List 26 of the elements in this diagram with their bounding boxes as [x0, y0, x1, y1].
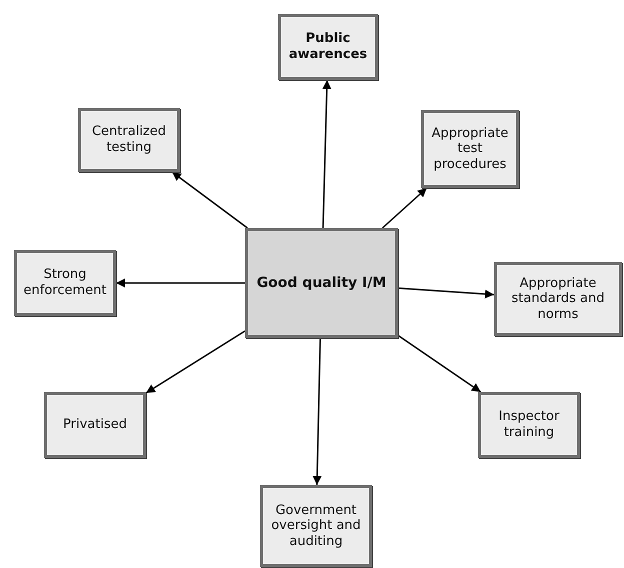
outcome-box	[14, 250, 116, 316]
arrow	[382, 187, 428, 229]
arrow	[172, 171, 248, 229]
arrow	[116, 278, 245, 288]
outcome-box	[44, 392, 146, 458]
outcome-box	[78, 108, 180, 172]
outcome-box	[421, 110, 519, 188]
outcome-box	[278, 14, 378, 80]
box-label: Appropriate standards and norms	[510, 276, 606, 322]
arrow	[312, 338, 322, 486]
arrow	[398, 287, 494, 299]
outcome-box	[260, 485, 372, 567]
box-label: Government oversight and auditing	[270, 502, 362, 550]
box-label: Inspector training	[498, 409, 560, 441]
box-label: Privatised	[63, 417, 127, 433]
arrow	[398, 334, 482, 393]
outcome-box	[494, 262, 622, 336]
arrow	[146, 330, 246, 394]
box-label: Public awarences	[288, 31, 368, 63]
box-label: Appropriate test procedures	[430, 126, 510, 172]
box-label: Good quality I/M	[256, 274, 386, 292]
outcome-box	[478, 392, 580, 458]
central-box	[245, 228, 398, 338]
arrow	[322, 80, 332, 228]
box-label: Centralized testing	[90, 124, 168, 156]
box-label: Strong enforcement	[22, 267, 108, 299]
